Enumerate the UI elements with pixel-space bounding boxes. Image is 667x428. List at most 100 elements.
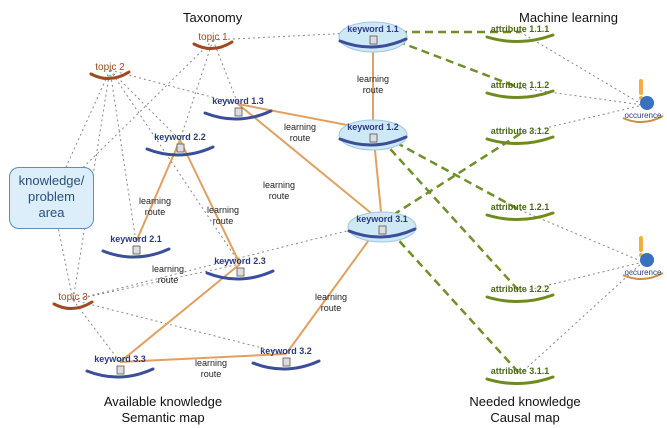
heading-available-knowledge: Available knowledge: [103, 394, 223, 409]
occurence-arc: [622, 115, 664, 123]
globe-icon: [640, 253, 654, 267]
document-icon: [236, 267, 245, 277]
causal-link: [381, 221, 521, 375]
attribute-arc: [485, 89, 555, 100]
heading-causal-map: Causal map: [490, 410, 560, 425]
globe-icon: [640, 96, 654, 110]
attribute-label: attribute 3.1.2: [491, 126, 550, 136]
keyword-arc: [205, 269, 275, 281]
document-icon: [369, 133, 378, 143]
route-label: learning: [315, 292, 347, 302]
keyword-label: keyword 3.2: [260, 346, 312, 356]
heading-machine-learning: Machine learning: [519, 10, 619, 25]
route-label: learning: [139, 196, 171, 206]
taxonomy-link: [179, 39, 214, 141]
topic-arc: [89, 70, 131, 80]
keyword-arc: [85, 367, 155, 379]
keyword-node[interactable]: [101, 245, 171, 259]
route-label: learning: [284, 122, 316, 132]
keyword-node[interactable]: [347, 211, 417, 243]
attribute-node[interactable]: [485, 89, 555, 100]
attribute-node[interactable]: [485, 375, 555, 386]
topic-arc: [52, 300, 94, 310]
route-label: learning: [195, 358, 227, 368]
topic-node[interactable]: [89, 70, 131, 80]
learning-route-line: [119, 263, 241, 363]
occurence-link: [519, 209, 644, 263]
route-label: learning: [263, 180, 295, 190]
document-icon: [234, 107, 243, 117]
learning-route-line: [179, 139, 241, 265]
keyword-arc: [145, 145, 215, 157]
occurence-arc: [622, 272, 664, 280]
attribute-arc: [485, 135, 555, 146]
topic-label: topic 1: [198, 32, 228, 43]
taxonomy-link: [109, 69, 137, 243]
keyword-arc: [203, 109, 273, 121]
taxonomy-link: [109, 69, 239, 105]
learning-route-line: [119, 353, 287, 363]
route-label: route: [145, 207, 166, 217]
attribute-node[interactable]: [485, 33, 555, 44]
heading-needed-knowledge: Needed knowledge: [469, 394, 581, 409]
document-icon: [116, 365, 125, 375]
route-label: learning: [207, 205, 239, 215]
keyword-node[interactable]: [205, 267, 275, 281]
exclamation-icon: [639, 79, 643, 95]
keyword-label: keyword 1.2: [347, 122, 399, 132]
route-label: route: [201, 369, 222, 379]
knowledge-area-line-3: area: [38, 205, 65, 220]
document-icon: [282, 357, 291, 367]
topic-node[interactable]: [192, 40, 234, 50]
keyword-node[interactable]: [203, 107, 273, 121]
keyword-arc: [347, 227, 417, 239]
knowledge-area-line-2: problem: [28, 189, 75, 204]
learning-route-line: [285, 221, 383, 355]
taxonomy-link: [72, 221, 383, 301]
keyword-node[interactable]: [145, 143, 215, 157]
keyword-label: keyword 3.3: [94, 354, 146, 364]
document-icon: [132, 245, 141, 255]
attribute-label: attribute 1.2.2: [491, 284, 550, 294]
topic-label: topic 2: [95, 62, 125, 73]
heading-taxonomy: Taxonomy: [183, 10, 243, 25]
attribute-label: attribute 1.1.1: [491, 24, 550, 34]
keyword-node[interactable]: [85, 365, 155, 379]
causal-link: [381, 132, 521, 224]
attribute-arc: [485, 293, 555, 304]
taxonomy-link: [109, 69, 181, 141]
taxonomy-link: [212, 31, 374, 41]
document-icon: [176, 143, 185, 153]
occurence-link: [519, 261, 644, 293]
keyword-label: keyword 2.1: [110, 234, 162, 244]
route-label: route: [269, 191, 290, 201]
taxonomy-link: [109, 69, 241, 265]
causal-link: [372, 129, 521, 293]
learning-route-line: [237, 103, 383, 223]
exclamation-icon: [639, 236, 643, 252]
attribute-arc: [485, 211, 555, 222]
keyword-label: keyword 2.3: [214, 256, 266, 266]
attribute-node[interactable]: [485, 135, 555, 146]
document-icon: [369, 35, 378, 45]
keyword-label: keyword 2.2: [154, 132, 206, 142]
attribute-label: attribute 3.1.1: [491, 366, 550, 376]
keyword-node[interactable]: [251, 357, 321, 371]
attribute-node[interactable]: [485, 293, 555, 304]
occurence-link: [519, 87, 644, 106]
occurence-link: [519, 31, 644, 106]
route-label: route: [290, 133, 311, 143]
occurence-node[interactable]: [622, 236, 664, 280]
knowledge-problem-area[interactable]: knowledge/ problem area: [9, 167, 94, 229]
attribute-node[interactable]: [485, 211, 555, 222]
attribute-arc: [485, 375, 555, 386]
keyword-node[interactable]: [338, 21, 408, 53]
topic-node[interactable]: [52, 300, 94, 310]
keyword-node[interactable]: [338, 119, 408, 151]
route-label: learning: [152, 264, 184, 274]
occurence-node[interactable]: [622, 79, 664, 123]
route-label: route: [363, 85, 384, 95]
taxonomy-link: [72, 299, 287, 355]
